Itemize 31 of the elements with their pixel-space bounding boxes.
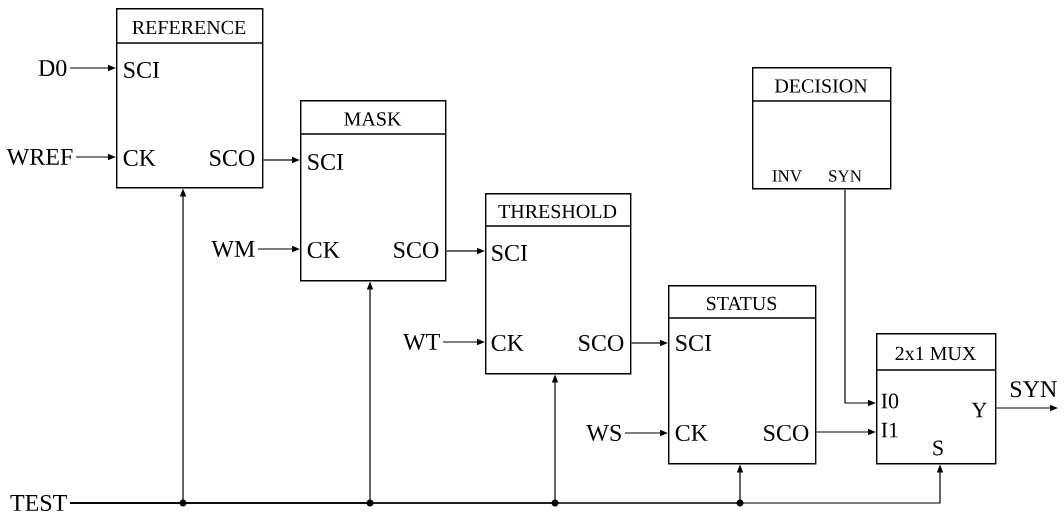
port-label: S <box>933 440 943 456</box>
signal-label: WT <box>403 333 440 351</box>
port-label: SCI <box>124 61 160 79</box>
port-label: SCI <box>676 334 712 352</box>
block-title: MASK <box>344 112 402 126</box>
port-label: Y <box>971 402 987 418</box>
signal-label: WM <box>211 240 255 258</box>
block-title: REFERENCE <box>132 20 246 35</box>
port-label: INV <box>772 170 802 182</box>
port-label: SCO <box>579 334 624 352</box>
port-label: I1 <box>881 422 898 438</box>
port-label: SCO <box>210 149 255 167</box>
port-label: SCO <box>764 424 809 442</box>
port-label: CK <box>307 241 340 259</box>
port-label: SYN <box>829 170 862 182</box>
signal-label: D0 <box>38 59 67 77</box>
signal-label: WS <box>586 424 621 442</box>
block-title: 2x1 MUX <box>895 346 976 361</box>
signal-label: TEST <box>10 494 67 512</box>
port-label: I0 <box>881 393 899 409</box>
signal-label: WREF <box>6 148 73 166</box>
port-label: SCO <box>394 241 439 259</box>
port-label: SCI <box>492 244 528 262</box>
block-title: STATUS <box>706 296 777 311</box>
signal-label: SYN <box>1010 381 1057 398</box>
port-label: CK <box>491 334 524 352</box>
block-title: THRESHOLD <box>498 204 617 219</box>
port-label: CK <box>123 149 156 167</box>
port-label: CK <box>675 424 708 442</box>
block-title: DECISION <box>774 79 868 93</box>
port-label: SCI <box>308 153 344 171</box>
